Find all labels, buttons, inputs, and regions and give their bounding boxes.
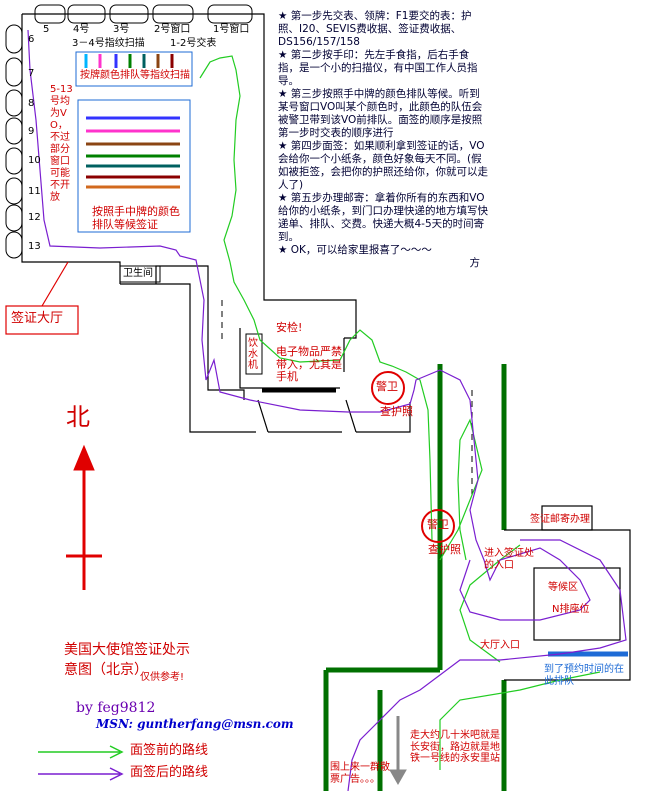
- down-arrow: [389, 716, 407, 786]
- route-before: [199, 55, 601, 770]
- restroom-box: [119, 265, 161, 283]
- corridor-wall-1: [120, 283, 256, 433]
- fingerprint-queue-label: 按牌颜色排队等指纹扫描: [80, 70, 190, 81]
- side-number-9: 9: [28, 126, 35, 137]
- step-5: ★ 第五步办理邮寄：拿着你所有的东西和VO给你的小纸条，到门口办理快递的地方填写…: [278, 192, 488, 243]
- legend-after-label: 面签后的路线: [130, 765, 209, 780]
- window-3-box: [109, 4, 149, 24]
- msn-label: MSN: guntherfang@msn.com: [96, 717, 294, 731]
- fingerprint-pegs: [84, 54, 174, 68]
- north-arrow: [66, 444, 102, 590]
- post-office-label: 签证邮寄办理: [530, 514, 590, 525]
- side-window-11: [5, 177, 23, 205]
- fingerprint-window-label: 3－4号指纹扫描: [72, 38, 145, 49]
- route-after: [27, 29, 627, 791]
- title-line-1: 美国大使馆签证处示: [64, 642, 190, 658]
- side-number-10: 10: [28, 155, 41, 166]
- window-1-label: 1号窗口: [213, 24, 250, 35]
- side-window-12: [5, 204, 23, 232]
- outer-compound-walls: [323, 364, 507, 791]
- guard-1-label: 警卫: [376, 380, 398, 393]
- window-4-box: [67, 4, 106, 24]
- hall-label: 签证大厅: [11, 311, 64, 326]
- guard-circle-2: [421, 509, 455, 543]
- window-3-label: 3号: [113, 24, 130, 35]
- row-seats-label: N排座位: [552, 604, 590, 615]
- guard-2-label: 警卫: [427, 518, 449, 531]
- window-5-box: [34, 4, 66, 24]
- hall-outline: [22, 13, 357, 339]
- side-number-7: 7: [28, 68, 35, 79]
- security-door-2: [345, 399, 357, 433]
- author-label: by feg9812: [76, 700, 156, 716]
- notes-signature: 方: [469, 257, 481, 269]
- legend-purple-line: [38, 767, 124, 781]
- title-line-2: 意图（北京）: [64, 662, 148, 678]
- reference-only-label: 仅供参考!: [140, 672, 185, 683]
- vo-note: 5-13号均为VO，不过部分窗口可能不开放: [50, 84, 73, 203]
- visa-queue-lines: [86, 116, 180, 189]
- side-window-8: [5, 89, 23, 117]
- bottom-crowd-note: 围上来一群散票广告。。。: [330, 762, 390, 785]
- hall-pointer: [5, 261, 79, 335]
- side-window-9: [5, 117, 23, 145]
- side-number-12: 12: [28, 212, 41, 223]
- waiting-building: [504, 505, 631, 681]
- queue-at-time-label: 到了预约时间的在此排队: [544, 664, 624, 687]
- side-window-6: [5, 24, 23, 54]
- visa-entrance-label: 进入签证处的入口: [484, 548, 534, 571]
- side-window-7: [5, 57, 23, 87]
- legend-lines: [38, 745, 124, 781]
- side-windows: [5, 24, 23, 259]
- step-2: ★ 第二步按手印：先左手食指，后右手食指，是一个小的扫描仪，有中国工作人员指导。: [278, 49, 478, 87]
- step-ok: ★ OK，可以给家里报喜了～～～: [278, 244, 432, 256]
- fingerprint-queue-box: [75, 51, 193, 87]
- legend-before-label: 面签前的路线: [130, 743, 209, 758]
- electronics-note: 电子物品严禁带入，尤其是手机: [276, 345, 342, 384]
- window-2-label: 2号窗口: [154, 24, 191, 35]
- queue-boxes: [75, 51, 193, 233]
- step-3: ★ 第三步按照手中牌的颜色排队等候。听到某号窗口VO叫某个颜色时，此颜色的队伍会…: [278, 88, 483, 139]
- restroom-label: 卫生间: [123, 268, 153, 279]
- service-windows: [34, 4, 253, 24]
- corridor-wall-4: [356, 402, 411, 433]
- waiting-area-box: [533, 567, 621, 641]
- side-number-11: 11: [28, 186, 41, 197]
- window-2-box: [152, 4, 194, 24]
- north-label: 北: [66, 403, 90, 431]
- corridor-wall-2: [155, 265, 245, 400]
- steps-notes: ★ 第一步先交表、领牌：F1要交的表：护照、I20、SEVIS费收据、签证费收据…: [278, 10, 490, 270]
- security-check-label: 安检!: [276, 321, 303, 334]
- side-number-6: 6: [28, 34, 35, 45]
- side-number-13: 13: [28, 241, 41, 252]
- window-4-label: 4号: [73, 24, 90, 35]
- security-door-1: [257, 399, 269, 433]
- water-machine-label: 饮水机: [248, 338, 258, 371]
- window-5-label: 5: [43, 24, 50, 35]
- window-1-box: [207, 4, 253, 24]
- walk-note: 走大约几十米吧就是长安街，路边就是地铁一号线的永安里站: [410, 730, 500, 764]
- water-machine-box: [245, 333, 263, 375]
- visa-queue-box: [77, 99, 191, 233]
- lobby-entrance-label: 大厅入口: [480, 640, 520, 651]
- check-passport-1-label: 查护照: [380, 405, 413, 418]
- step-1: ★ 第一步先交表、领牌：F1要交的表：护照、I20、SEVIS费收据、签证费收据…: [278, 10, 472, 48]
- waiting-area-label: 等候区: [548, 582, 578, 593]
- side-number-8: 8: [28, 98, 35, 109]
- step-4: ★ 第四步面签：如果顺利拿到签证的话，VO会给你一个小纸条，颜色好象每天不同。(…: [278, 140, 488, 191]
- submit-window-label: 1-2号交表: [170, 38, 217, 49]
- legend-green-line: [38, 745, 124, 759]
- side-window-10: [5, 147, 23, 175]
- post-office-box: [541, 505, 593, 531]
- side-window-13: [5, 231, 23, 259]
- visa-queue-label: 按照手中牌的颜色排队等候签证: [92, 205, 180, 231]
- check-passport-2-label: 查护照: [428, 543, 461, 556]
- guard-circle-1: [371, 371, 405, 405]
